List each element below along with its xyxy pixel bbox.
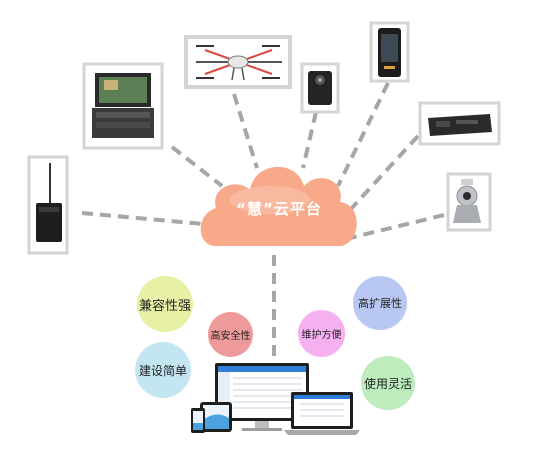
feature-label: 维护方便	[301, 330, 342, 341]
connector-dvr	[348, 134, 420, 212]
connector-ptz-camera	[349, 213, 445, 240]
feature-flexibility: 使用灵活	[361, 356, 415, 410]
device-body-camera	[300, 62, 340, 114]
device-mobile-dvr	[418, 101, 501, 146]
feature-compatibility: 兼容性强	[137, 276, 193, 332]
smartphone	[191, 408, 205, 433]
cloud-highlight	[230, 186, 310, 214]
laptop	[284, 392, 360, 435]
feature-label: 兼容性强	[138, 298, 191, 314]
feature-easy-construction: 建设简单	[135, 342, 191, 398]
hub-label: “慧”云平台	[236, 200, 322, 218]
device-portable-command-case	[82, 62, 164, 150]
feature-security: 高安全性	[208, 312, 253, 357]
client-devices	[191, 363, 360, 435]
connector-radio	[81, 211, 204, 226]
cloud-hub	[200, 166, 357, 246]
connector-phone	[336, 82, 390, 187]
tablet	[200, 402, 232, 432]
device-drone	[184, 35, 292, 89]
connector-command-case	[170, 145, 224, 188]
feature-label: 高安全性	[210, 331, 251, 342]
feature-extensibility: 高扩展性	[353, 276, 407, 330]
feature-label: 使用灵活	[363, 376, 412, 391]
device-ptz-camera	[446, 172, 492, 232]
feature-label: 建设简单	[138, 363, 187, 378]
connector-drone	[232, 93, 259, 169]
device-portable-radio	[27, 155, 69, 255]
device-rugged-phone	[369, 21, 410, 83]
connectors	[81, 82, 445, 362]
feature-maintenance: 维护方便	[298, 310, 345, 357]
feature-label: 高扩展性	[358, 297, 402, 310]
connector-body-camera	[301, 111, 318, 169]
